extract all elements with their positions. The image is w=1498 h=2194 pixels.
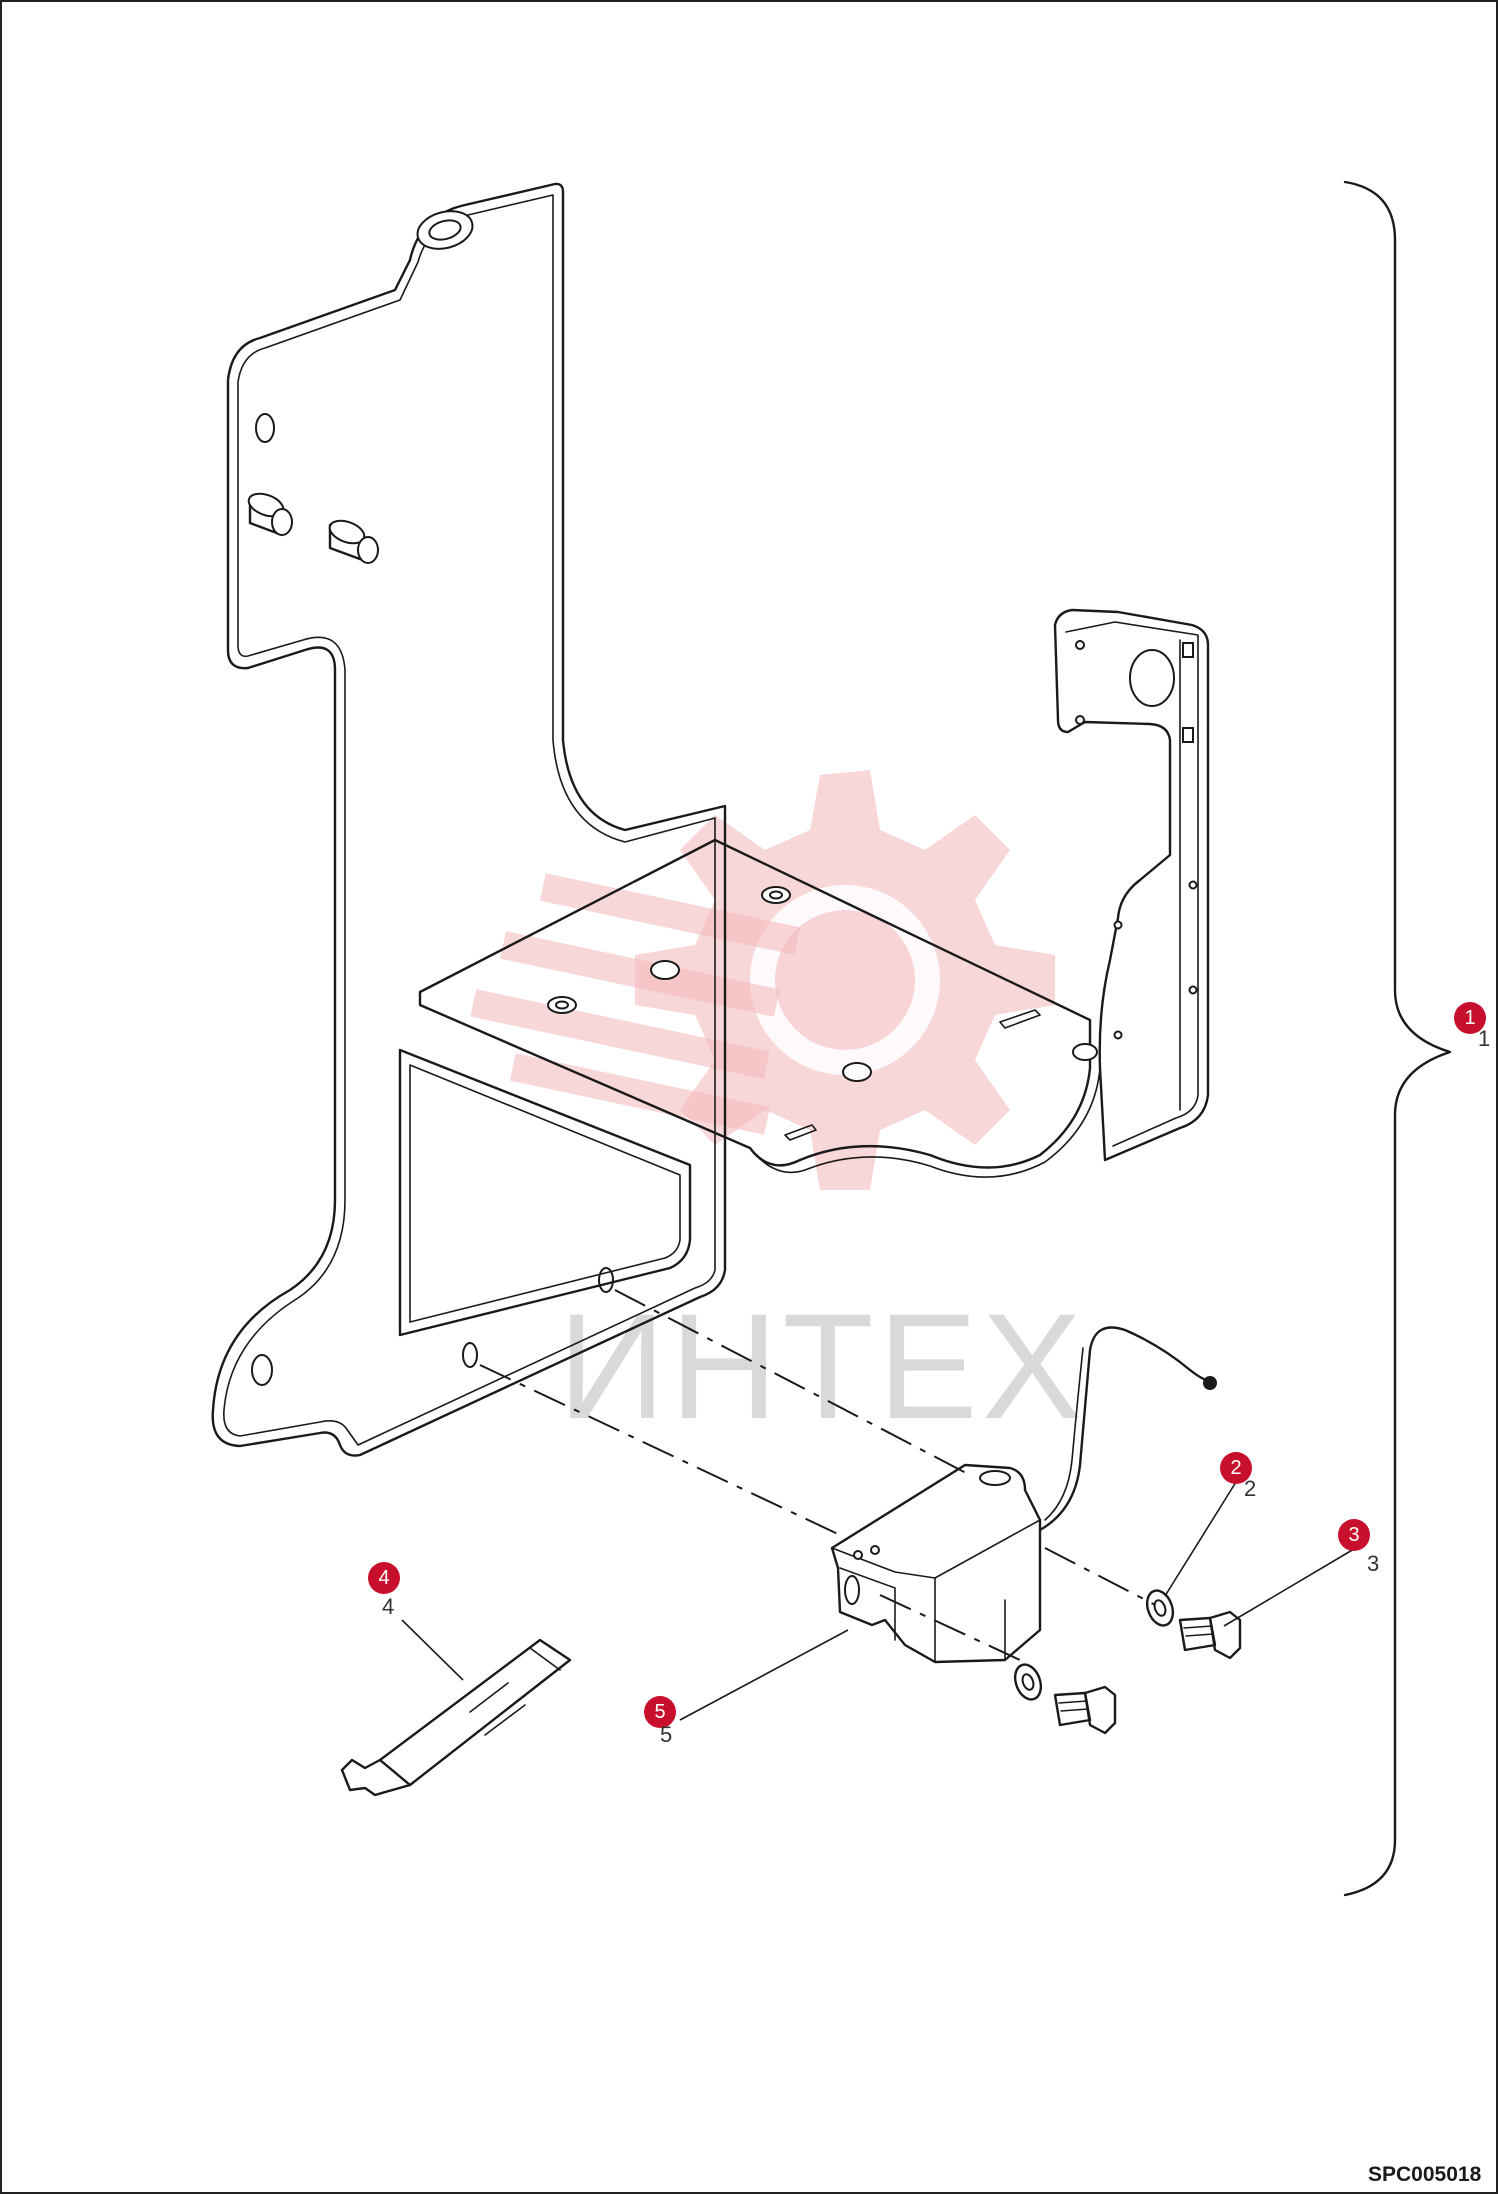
intex-watermark: ИНТЕХ xyxy=(470,770,1086,1450)
callout-5-ghost: 5 xyxy=(660,1722,672,1747)
bolt-icon xyxy=(1053,1610,1242,1735)
watermark-text: ИНТЕХ xyxy=(558,1282,1086,1450)
grease-tube-icon xyxy=(340,1638,572,1797)
callout-2-dot xyxy=(1220,1452,1252,1484)
callout-3-ghost: 3 xyxy=(1367,1551,1379,1576)
callout-4[interactable]: 4 4 xyxy=(368,1562,400,1619)
reference-code: SPC005018 xyxy=(1368,2163,1482,2186)
callout-1-ghost: 1 xyxy=(1478,1026,1490,1051)
callout-2-ghost: 2 xyxy=(1244,1476,1256,1501)
bracket-tray xyxy=(418,838,1101,1178)
callout-5-dot xyxy=(644,1696,676,1728)
callout-5-label: 5 xyxy=(654,1701,665,1723)
callout-2[interactable]: 2 2 xyxy=(1220,1452,1256,1501)
assembly-brace xyxy=(1343,180,1452,1897)
callout-3[interactable]: 3 3 xyxy=(1338,1519,1379,1576)
callout-4-label: 4 xyxy=(378,1567,389,1589)
assembly-centerlines xyxy=(479,1289,1166,1661)
callout-5[interactable]: 5 5 xyxy=(644,1696,676,1747)
callout-1-dot xyxy=(1454,1002,1486,1034)
callout-leaders xyxy=(401,1481,1355,1721)
mounting-bracket xyxy=(211,182,727,1457)
lower-support xyxy=(398,1048,692,1337)
washer-icon xyxy=(1013,1589,1175,1701)
solenoid-icon xyxy=(830,1326,1217,1664)
callout-1[interactable]: 1 1 xyxy=(1454,1002,1490,1051)
callout-4-ghost: 4 xyxy=(382,1594,394,1619)
callout-3-dot xyxy=(1338,1519,1370,1551)
right-flange xyxy=(1053,608,1210,1162)
callout-4-dot xyxy=(368,1562,400,1594)
callout-2-label: 2 xyxy=(1230,1457,1241,1479)
callout-3-label: 3 xyxy=(1348,1524,1359,1546)
callout-1-label: 1 xyxy=(1464,1007,1475,1029)
